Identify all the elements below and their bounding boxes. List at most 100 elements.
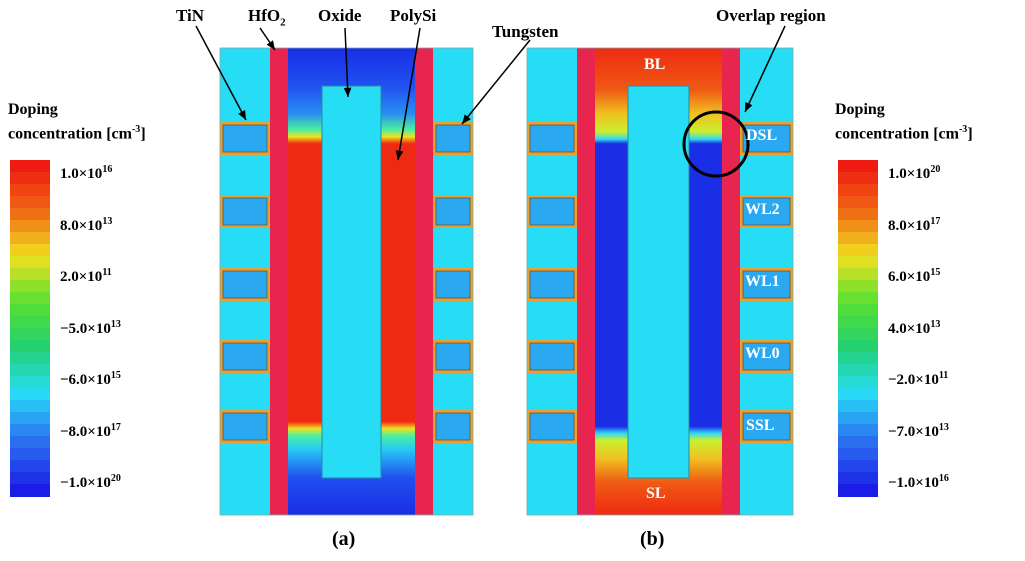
colorbar-tick-label: 4.0×1013: [888, 318, 941, 337]
colorbar-tick-label: 1.0×1016: [60, 164, 113, 182]
panel-a-gate-tungsten-right-wl0: [435, 342, 471, 371]
panel-b-gate-tungsten-right-wl1: [742, 270, 791, 299]
panel-b-gate-tungsten-left-ssl: [529, 412, 575, 441]
colorbar-band: [838, 280, 878, 293]
label-wl2: WL2: [745, 201, 780, 218]
label-wl1: WL1: [745, 273, 780, 290]
colorbar-band: [838, 424, 878, 437]
arrow-tin-line: [195, 25, 247, 121]
overlap-region-circle: [682, 110, 750, 178]
colorbar-band: [10, 352, 50, 365]
panel-b-hfo2-left: [577, 48, 595, 515]
colorbar-tick-label: 8.0×1013: [60, 215, 113, 234]
label-tin: TiN: [176, 6, 205, 25]
panel-a-gate-tungsten-right-dsl: [435, 124, 471, 153]
colorbar-tick-label: −1.0×1016: [888, 473, 949, 491]
label-hfo2: HfO2: [248, 6, 286, 29]
colorbar-band: [10, 268, 50, 281]
colorbar-band: [10, 484, 50, 497]
colorbar-tick-label: −5.0×1013: [60, 318, 121, 337]
panel-b-gate-tungsten-left-wl2: [529, 197, 575, 226]
colorbar-band: [10, 460, 50, 473]
colorbar-band: [838, 400, 878, 413]
colorbar-band: [10, 316, 50, 329]
colorbar-band: [10, 388, 50, 401]
colorbar-tick-label: −2.0×1011: [888, 370, 949, 388]
caption-b: (b): [640, 528, 665, 550]
colorbar-band: [838, 340, 878, 353]
label-oxide: Oxide: [318, 6, 362, 25]
colorbar-band: [10, 256, 50, 269]
arrow-tungsten-line: [461, 39, 531, 125]
colorbar-band: [838, 328, 878, 341]
colorbar-band: [838, 304, 878, 317]
colorbar-tick-label: 1.0×1020: [888, 164, 941, 182]
panel-a-hfo2-right: [415, 48, 433, 515]
panel-b-oxide-core: [627, 85, 690, 479]
colorbar-band: [10, 424, 50, 437]
panel-b-gate-tungsten-left-wl0: [529, 342, 575, 371]
colorbar-right-title: Doping concentration [cm-3]: [835, 101, 973, 143]
panel-b-gate-tungsten-right-ssl: [742, 412, 791, 441]
colorbar-band: [10, 220, 50, 233]
panel-a-gate-tungsten-left-ssl: [222, 412, 268, 441]
colorbar-tick-label: −1.0×1020: [60, 473, 121, 491]
colorbar-band: [10, 244, 50, 257]
arrow-overlap-region-head: [745, 102, 753, 112]
colorbar-band: [838, 244, 878, 257]
colorbar-band: [10, 412, 50, 425]
panel-a-gate-tungsten-right-wl1: [435, 270, 471, 299]
label-dsl: DSL: [746, 127, 778, 144]
arrow-tin-head: [238, 110, 246, 120]
colorbar-band: [10, 436, 50, 449]
colorbar-band: [838, 364, 878, 377]
arrow-polysi-line: [397, 27, 421, 161]
colorbar-band: [10, 160, 50, 173]
colorbar-band: [838, 352, 878, 365]
colorbar-tick-label: −7.0×1013: [888, 421, 949, 440]
panel-b-gate-tungsten-right-dsl: [742, 124, 791, 153]
panel-b-gate-tungsten-right-wl2: [742, 197, 791, 226]
colorbar-band: [10, 364, 50, 377]
panel-a-gate-tungsten-left-wl1: [222, 270, 268, 299]
panel-a-gate-tungsten-left-dsl: [222, 124, 268, 153]
colorbar-band: [838, 292, 878, 305]
arrow-oxide-line: [344, 27, 349, 98]
colorbar-band: [838, 256, 878, 269]
colorbar-band: [838, 160, 878, 173]
label-bl: BL: [644, 56, 666, 73]
colorbar-tick-label: 6.0×1015: [888, 267, 941, 285]
colorbar-band: [10, 472, 50, 485]
colorbar-tick-label: 8.0×1017: [888, 215, 941, 234]
colorbar-band: [10, 196, 50, 209]
colorbar-band: [838, 184, 878, 197]
colorbar-band: [10, 292, 50, 305]
panel-a-gate-tungsten-left-wl0: [222, 342, 268, 371]
colorbar-band: [838, 172, 878, 185]
colorbar-band: [10, 172, 50, 185]
label-tungsten: Tungsten: [492, 22, 559, 41]
colorbar-band: [838, 232, 878, 245]
panel-a-gate-tungsten-right-wl2: [435, 197, 471, 226]
colorbar-band: [838, 316, 878, 329]
colorbar-band: [10, 208, 50, 221]
panel-a-gate-tungsten-right-ssl: [435, 412, 471, 441]
label-sl: SL: [646, 485, 666, 502]
panel-b-hfo2-right: [722, 48, 740, 515]
colorbar-band: [838, 472, 878, 485]
colorbar-tick-label: −6.0×1015: [60, 370, 121, 388]
colorbar-left: [10, 160, 50, 497]
arrow-tungsten-head: [462, 114, 471, 124]
panel-a-gate-tungsten-left-wl2: [222, 197, 268, 226]
colorbar-band: [10, 448, 50, 461]
caption-a: (a): [332, 528, 356, 550]
colorbar-band: [10, 340, 50, 353]
label-wl0: WL0: [745, 345, 780, 362]
colorbar-band: [10, 184, 50, 197]
colorbar-band: [10, 400, 50, 413]
colorbar-band: [10, 232, 50, 245]
colorbar-band: [838, 460, 878, 473]
arrow-hfo2-head: [266, 40, 275, 50]
panel-b-gate-tungsten-left-wl1: [529, 270, 575, 299]
label-overlap-region: Overlap region: [716, 6, 826, 25]
